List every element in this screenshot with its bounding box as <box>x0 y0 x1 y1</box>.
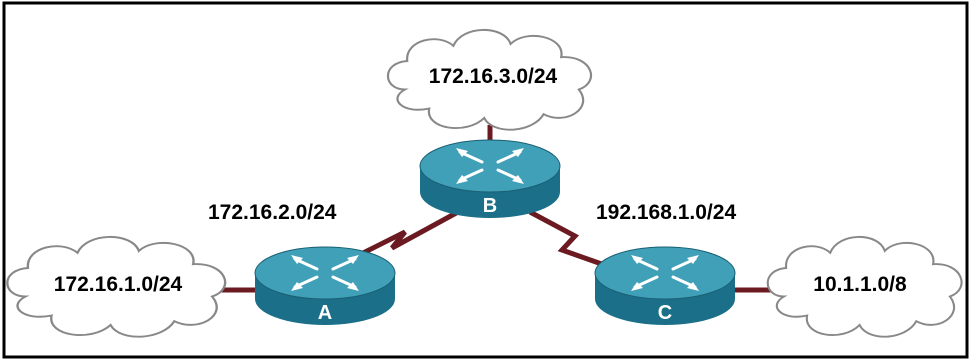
router-b-label: B <box>483 195 497 217</box>
router-c-label: C <box>658 302 672 324</box>
cloud-right-label: 10.1.1.0/8 <box>813 273 907 296</box>
router-a-label: A <box>318 302 332 324</box>
router-a[interactable]: A <box>253 245 397 327</box>
link-b-c-label: 192.168.1.0/24 <box>596 201 736 224</box>
link-a-b-label: 172.16.2.0/24 <box>208 201 337 224</box>
router-b[interactable]: B <box>418 138 562 220</box>
link-b-c <box>528 209 631 277</box>
cloud-left-label: 172.16.1.0/24 <box>54 273 183 296</box>
link-a-b <box>343 209 460 265</box>
cloud-top-label: 172.16.3.0/24 <box>429 65 558 88</box>
router-c[interactable]: C <box>593 245 737 327</box>
